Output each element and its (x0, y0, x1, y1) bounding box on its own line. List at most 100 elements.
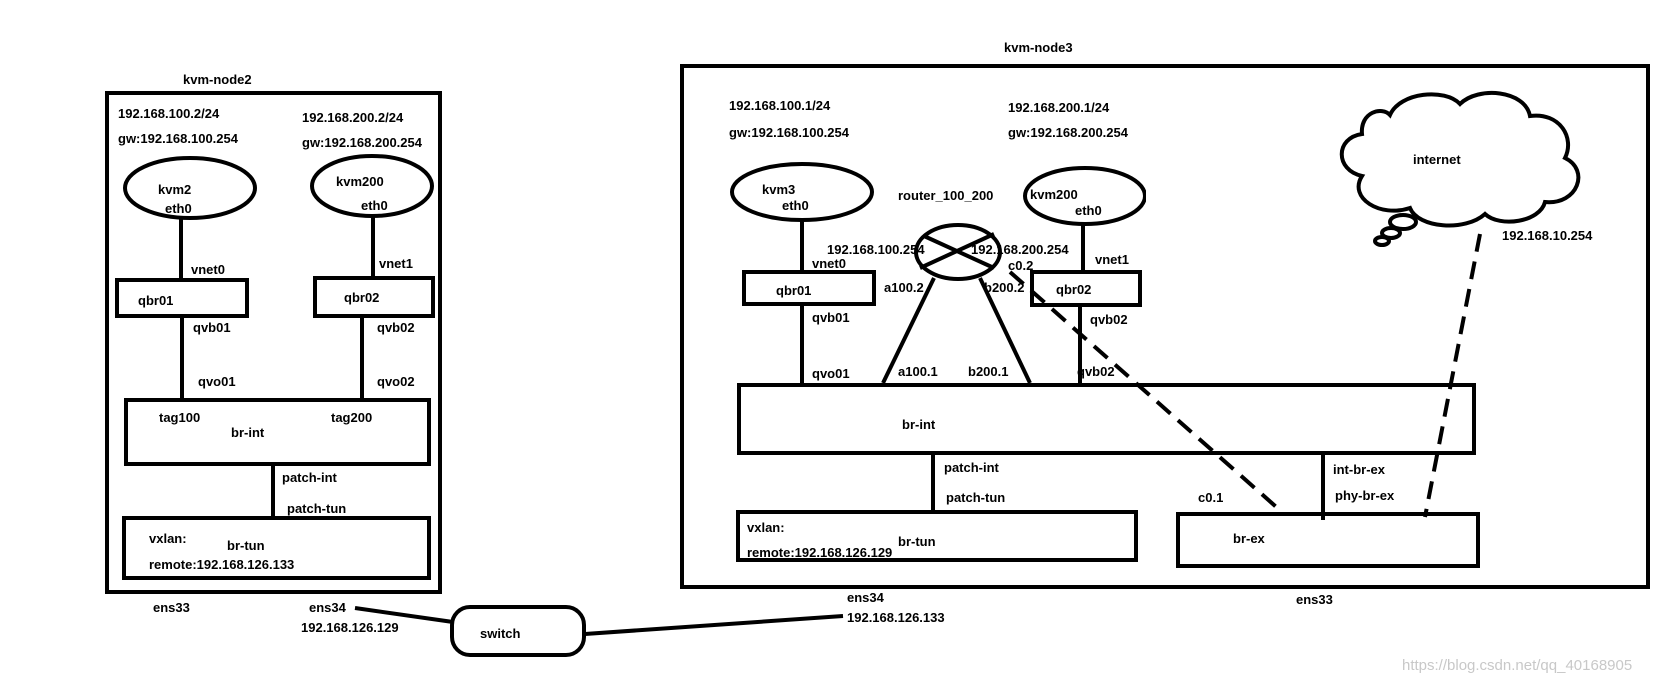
node3-br-ex-label: br-ex (1233, 531, 1266, 546)
node3-patch-int: patch-int (944, 460, 1000, 475)
router-ellipse (914, 223, 1002, 281)
node2-vm2-tap: vnet1 (379, 256, 413, 271)
node3-br-ex (1176, 512, 1480, 568)
router-port-a: a100.2 (884, 280, 924, 295)
node3-ens34-ip: 192.168.126.133 (847, 610, 945, 625)
switch-box (450, 605, 586, 657)
node3-vm2-name: kvm200 (1030, 187, 1078, 202)
node2-vm2-name: kvm200 (336, 174, 384, 189)
node2-qbr01-label: qbr01 (138, 293, 173, 308)
node3-vm1-iface: eth0 (782, 198, 809, 213)
node3-br-tun-label: br-tun (898, 534, 936, 549)
internet-cloud (1339, 90, 1581, 228)
node2-vm2-ip: 192.168.200.2/24 (302, 110, 404, 125)
node2-qbr02 (313, 276, 435, 318)
node3-qbr01-label: qbr01 (776, 283, 811, 298)
router-leg-b (978, 277, 1032, 384)
router-int-a: a100.1 (898, 364, 938, 379)
node3-int-br-ex: int-br-ex (1333, 462, 1386, 477)
node2-vm1-name: kvm2 (158, 182, 191, 197)
node2-vm1-ip: 192.168.100.2/24 (118, 106, 220, 121)
node3-patch-tun: patch-tun (946, 490, 1005, 505)
node2-br-tun-remote: remote:192.168.126.133 (149, 557, 294, 572)
router-leg-a (881, 277, 936, 384)
router-int-b: b200.1 (968, 364, 1008, 379)
node3-vm1-name: kvm3 (762, 182, 795, 197)
node2-vm1-ellipse (123, 156, 257, 220)
node3-vm1-tap: vnet0 (812, 256, 846, 271)
router-ip2: 192.168.200.254 (971, 242, 1069, 257)
switch-label: switch (480, 626, 521, 641)
node3-vm2-gw: gw:192.168.200.254 (1008, 125, 1129, 140)
node2-vm2-iface: eth0 (361, 198, 388, 213)
node3-phy-br-ex: phy-br-ex (1335, 488, 1395, 503)
router-ip1: 192.168.100.254 (827, 242, 925, 257)
node2-br-int-tag2: tag200 (331, 410, 372, 425)
node3-qvb02: qvb02 (1090, 312, 1128, 327)
node3-ens33: ens33 (1296, 592, 1333, 607)
node3-br-int (737, 383, 1476, 455)
cloud-bubble-3 (1373, 235, 1391, 247)
node2-vm2-gw: gw:192.168.200.254 (302, 135, 423, 150)
node2-br-int (124, 398, 431, 466)
node2-br-int-tag1: tag100 (159, 410, 200, 425)
router-x-line2 (919, 232, 995, 270)
node3-qbr02 (1030, 270, 1142, 307)
node3-group: kvm-node3 192.168.100.1/24 gw:192.168.10… (680, 40, 1650, 625)
node3-vm2-iface: eth0 (1075, 203, 1102, 218)
node3-br-tun-vxlan: vxlan: (747, 520, 785, 535)
node2-qvo01: qvo01 (198, 374, 236, 389)
node2-patch-int: patch-int (282, 470, 338, 485)
node2-title: kvm-node2 (183, 72, 252, 87)
node2-group: kvm-node2 192.168.100.2/24 gw:192.168.10… (105, 72, 442, 635)
node2-vm1-iface: eth0 (165, 201, 192, 216)
node2-qvb01: qvb01 (193, 320, 231, 335)
node2-br-tun (122, 516, 431, 580)
node2-qbr02-label: qbr02 (344, 290, 379, 305)
node3-vm2-tap: vnet1 (1095, 252, 1129, 267)
node3-ens34: ens34 (847, 590, 885, 605)
cloud-bubble-2 (1380, 226, 1402, 240)
node2-vm1-gw: gw:192.168.100.254 (118, 131, 239, 146)
node3-br-tun-remote: remote:192.168.126.129 (747, 545, 892, 560)
router-to-br-ex-dashed-link (1008, 270, 1284, 514)
node2-frame (105, 91, 442, 594)
router-port-c: c0.2 (1008, 258, 1033, 273)
node2-patch-tun: patch-tun (287, 501, 346, 516)
internet-label: internet (1413, 152, 1461, 167)
switch-link-left (354, 606, 454, 624)
node3-br-tun (736, 510, 1138, 562)
router-label: router_100_200 (898, 188, 993, 203)
node3-qbr02-label: qbr02 (1056, 282, 1091, 297)
node2-ens34-ip: 192.168.126.129 (301, 620, 399, 635)
node3-vm1-ip: 192.168.100.1/24 (729, 98, 831, 113)
node3-br-ex-port-c: c0.1 (1198, 490, 1223, 505)
node2-br-int-label: br-int (231, 425, 265, 440)
node2-br-tun-vxlan: vxlan: (149, 531, 187, 546)
node2-qbr01 (115, 278, 249, 318)
node2-qvb02: qvb02 (377, 320, 415, 335)
node2-br-tun-label: br-tun (227, 538, 265, 553)
node3-qvo01: qvo01 (812, 366, 850, 381)
node3-vm2-ip: 192.168.200.1/24 (1008, 100, 1110, 115)
switch-group: switch (354, 605, 844, 657)
router-port-b: b200.2 (984, 280, 1024, 295)
node2-vm1-tap: vnet0 (191, 262, 225, 277)
node3-frame (680, 64, 1650, 589)
node3-vm2-ellipse-clip (1146, 165, 1158, 225)
node2-qvo02: qvo02 (377, 374, 415, 389)
node3-title: kvm-node3 (1004, 40, 1073, 55)
node2-ens34: ens34 (309, 600, 347, 615)
node2-ens33: ens33 (153, 600, 190, 615)
node3-qvo02: qvb02 (1077, 364, 1115, 379)
node3-qvb01: qvb01 (812, 310, 850, 325)
node3-br-int-label: br-int (902, 417, 936, 432)
internet-ip: 192.168.10.254 (1502, 228, 1593, 243)
watermark: https://blog.csdn.net/qq_40168905 (1402, 657, 1632, 674)
switch-link-right (584, 614, 844, 636)
internet-to-br-ex-dashed-link (1423, 233, 1482, 518)
node3-qbr01 (742, 270, 876, 306)
cloud-bubble-1 (1388, 213, 1418, 231)
